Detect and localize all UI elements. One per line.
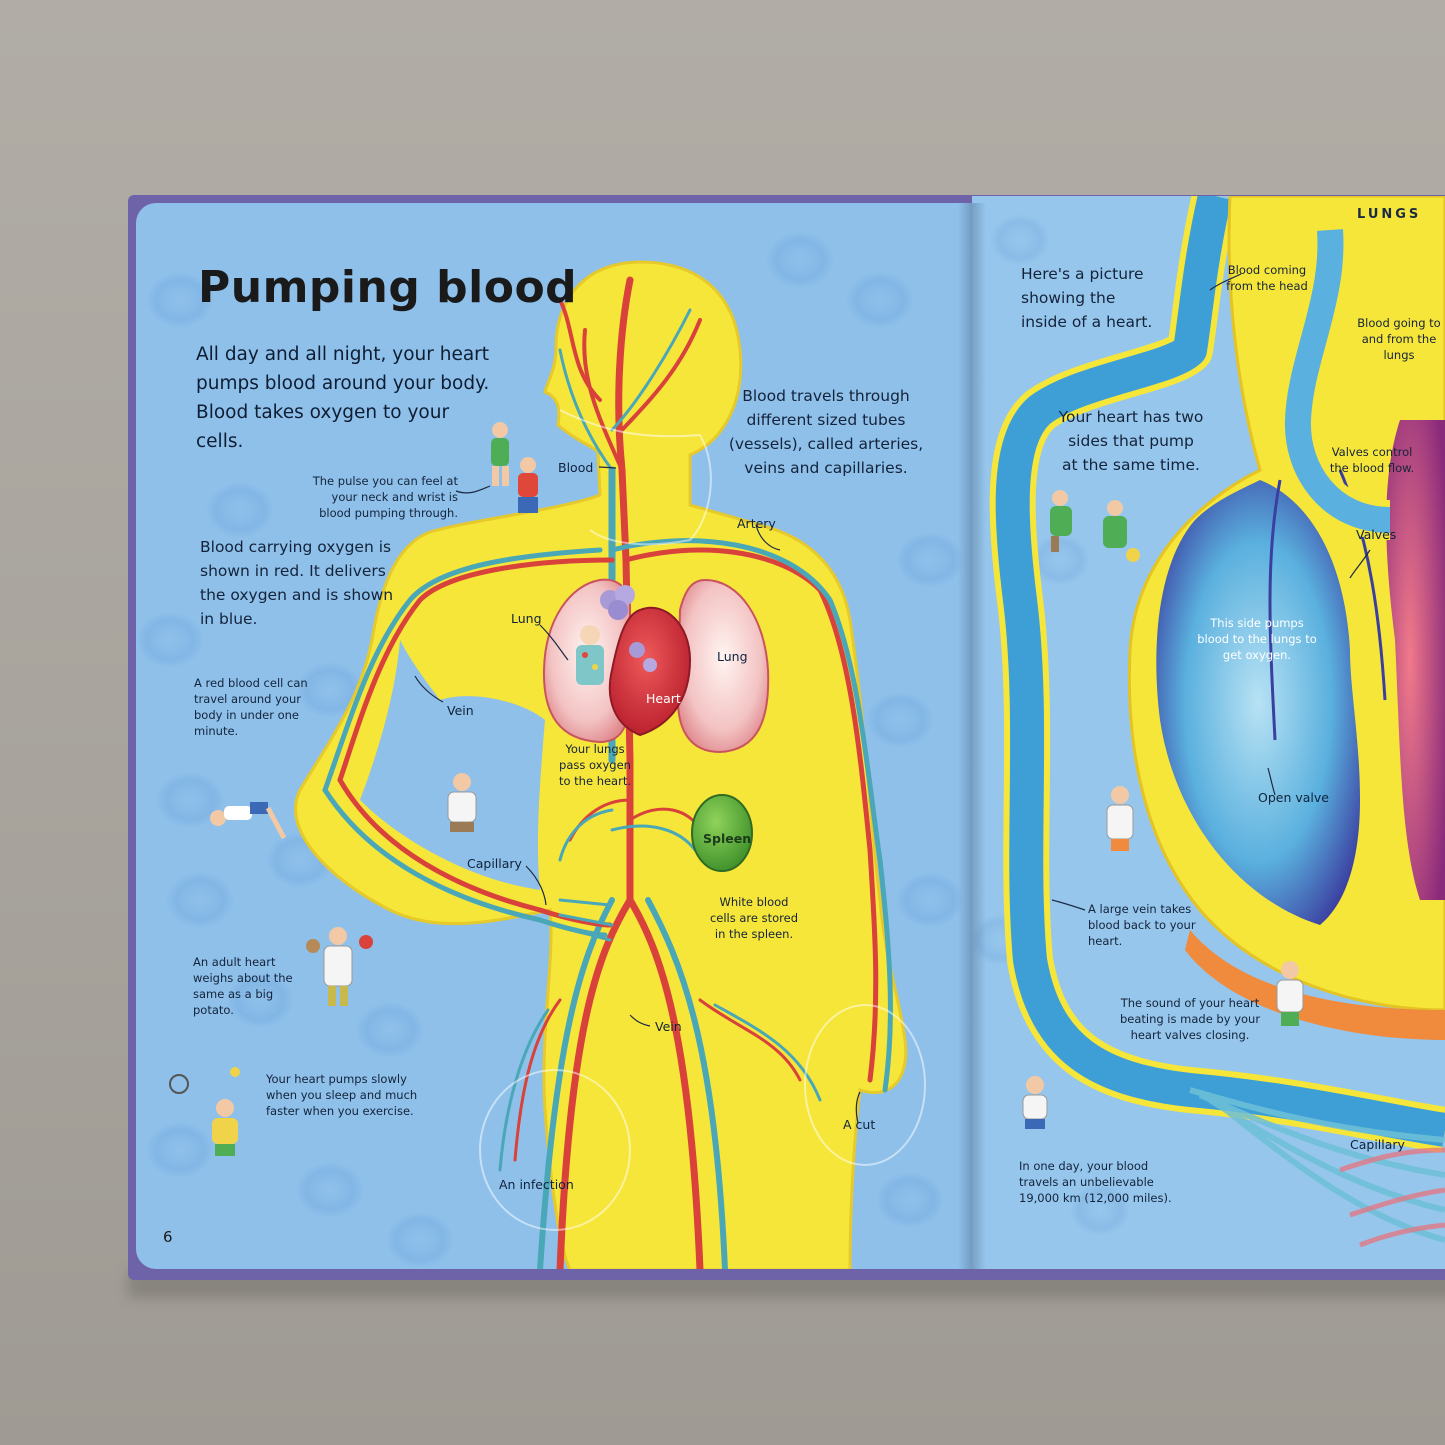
- vessels-text: Blood travels through different sized tu…: [728, 387, 924, 477]
- heart-weight-text: An adult heart weighs about the same as …: [193, 955, 293, 1017]
- flap-outlines: [479, 409, 926, 1231]
- label-vein-leg: Vein: [655, 1019, 682, 1034]
- lungs-label: Blood going to and from the lungs: [1357, 316, 1441, 362]
- label-open-valve: Open valve: [1258, 790, 1329, 805]
- pump-side-text: This side pumps blood to the lungs to ge…: [1197, 616, 1317, 662]
- label-infection: An infection: [499, 1177, 574, 1192]
- distance-text: In one day, your blood travels an unbeli…: [1019, 1159, 1172, 1205]
- organs: [542, 578, 770, 872]
- intro-text: All day and all night, your heart pumps …: [196, 344, 490, 452]
- label-lung-right: Lung: [717, 649, 748, 664]
- label-vein-arm: Vein: [447, 703, 474, 718]
- blood-vessels: [322, 276, 893, 1269]
- label-capillary-right: Capillary: [1350, 1137, 1405, 1152]
- label-blood: Blood: [558, 460, 594, 475]
- red-cell-text: A red blood cell can travel around your …: [194, 676, 308, 738]
- spleen-shape: [691, 794, 753, 872]
- label-lung-left: Lung: [511, 611, 542, 626]
- large-vein-text: A large vein takes blood back to your he…: [1088, 902, 1196, 948]
- two-sides-text: Your heart has two sides that pump at th…: [1058, 408, 1204, 474]
- body-silhouette: [294, 260, 908, 1269]
- colors-text: Blood carrying oxygen is shown in red. I…: [200, 538, 394, 628]
- pulse-text: The pulse you can feel at your neck and …: [312, 474, 458, 520]
- page-number: 6: [163, 1228, 173, 1246]
- label-artery: Artery: [737, 516, 776, 531]
- label-cut: A cut: [843, 1117, 876, 1132]
- sound-text: The sound of your heart beating is made …: [1119, 996, 1261, 1042]
- label-capillary: Capillary: [467, 856, 522, 871]
- exercise-text: Your heart pumps slowly when you sleep a…: [266, 1072, 418, 1118]
- valves-control-text: Valves control the blood flow.: [1329, 445, 1415, 475]
- cartoon-figures: [169, 422, 604, 1156]
- cell-pattern-left: [136, 232, 964, 1268]
- label-heart: Heart: [646, 691, 681, 706]
- spleen-text: White blood cells are stored in the sple…: [709, 895, 799, 941]
- lungs-pass-text: Your lungs pass oxygen to the heart.: [558, 742, 632, 788]
- book-gutter: [958, 203, 986, 1269]
- heart-cross-section: [972, 196, 1445, 1248]
- right-lung-shape: [676, 578, 770, 754]
- picture-text: Here's a picture showing the inside of a…: [1021, 265, 1153, 331]
- label-spleen: Spleen: [703, 831, 752, 846]
- lungs-tag: LUNGS: [1357, 207, 1422, 222]
- head-label: Blood coming from the head: [1226, 263, 1308, 293]
- pointer-arrows: [414, 273, 1371, 1124]
- page-title: Pumping blood: [198, 262, 578, 313]
- label-valves: Valves: [1356, 527, 1397, 542]
